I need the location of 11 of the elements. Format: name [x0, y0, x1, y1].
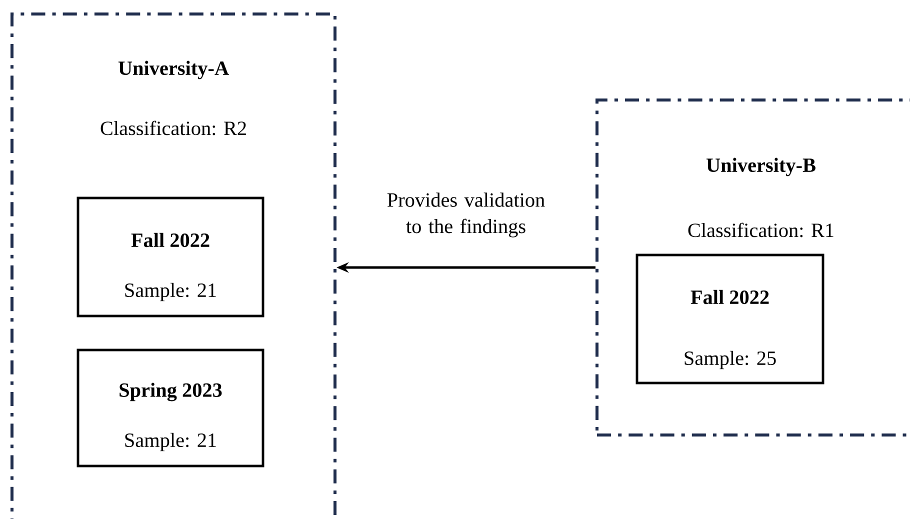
detail-text: Sample: 25 [684, 350, 776, 370]
detail-text: Classification: R1 [688, 222, 834, 238]
heading: University-B [706, 158, 816, 176]
heading: Fall 2022 [690, 290, 769, 304]
detail-text: Sample: 21 [125, 282, 216, 302]
heading: University-A [118, 60, 229, 80]
heading: Spring 2023 [120, 382, 222, 402]
edge-label: Provides validation to the findings [387, 192, 545, 238]
detail-text: Classification: R2 [100, 120, 246, 136]
heading: Fall 2022 [131, 232, 210, 248]
detail-text: Sample: 21 [125, 432, 216, 452]
